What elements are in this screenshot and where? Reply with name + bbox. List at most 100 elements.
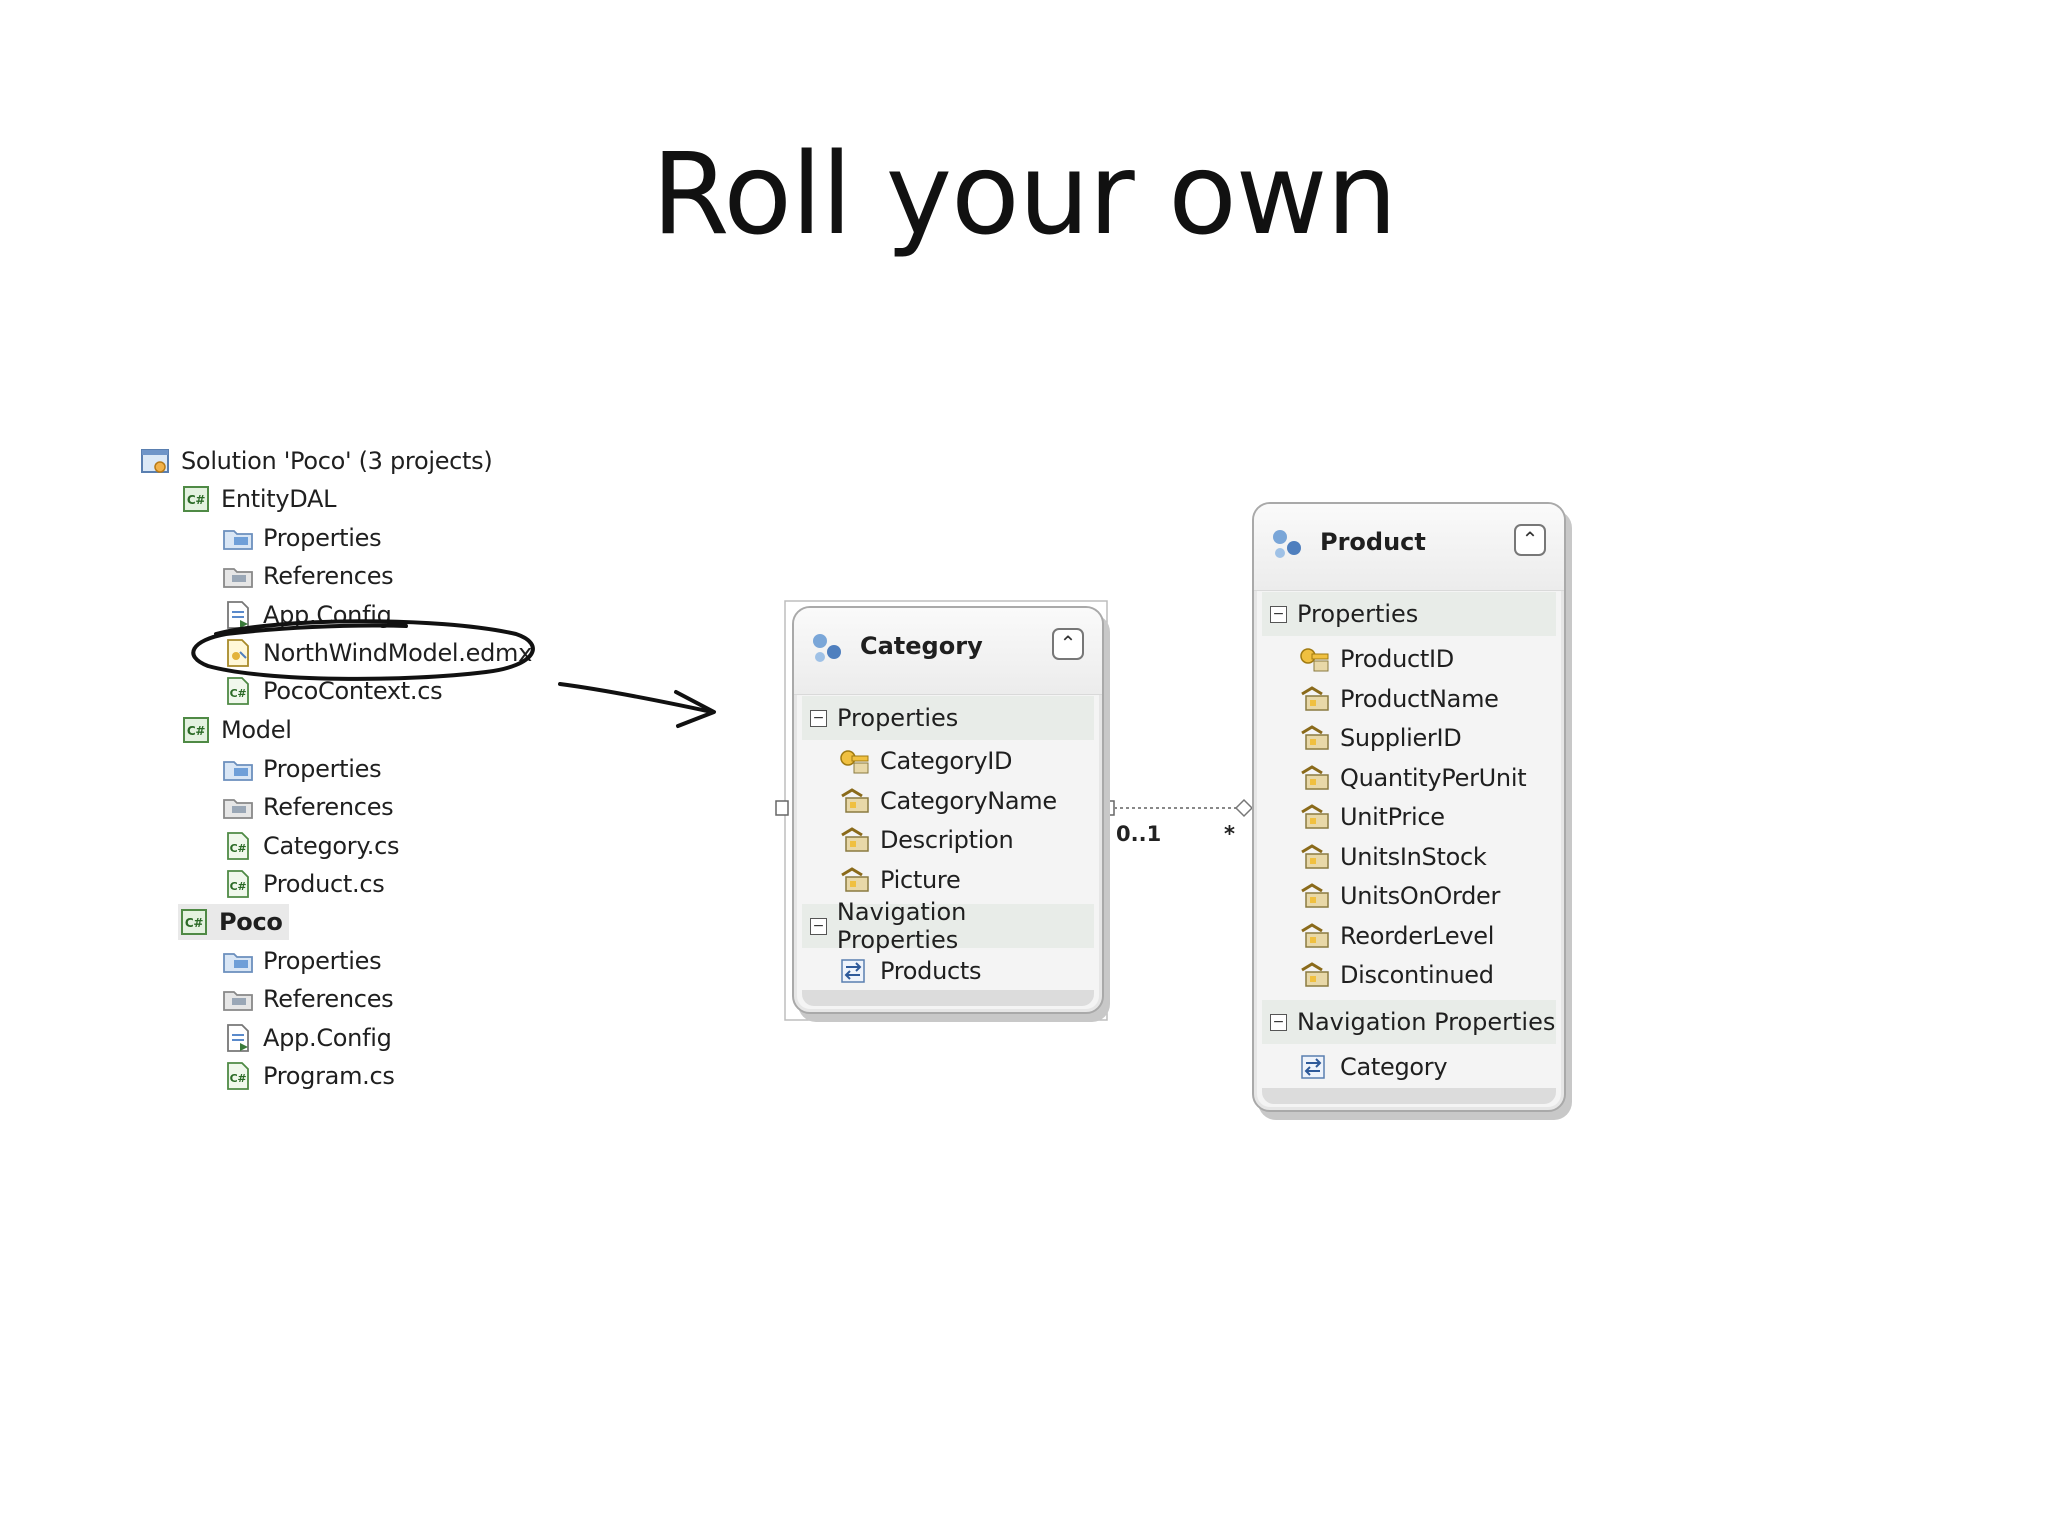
navigation-section-header[interactable]: − Navigation Properties (802, 898, 1094, 954)
key-property-icon (838, 746, 872, 776)
slide-title: Roll your own (651, 130, 1398, 260)
entity-category[interactable]: Category ⌃ − Properties CategoryID Categ… (792, 606, 1104, 1014)
tree-node-solution[interactable]: Solution 'Poco' (3 projects) (140, 443, 493, 479)
entity-footer (802, 990, 1094, 1006)
property-icon (1298, 802, 1332, 832)
tree-node-references[interactable]: References (222, 558, 394, 594)
key-property-icon (1298, 644, 1332, 674)
project-label: Poco (219, 908, 283, 936)
properties-section-header[interactable]: − Properties (802, 696, 1094, 740)
tree-node-properties[interactable]: Properties (222, 520, 382, 556)
property-row[interactable]: CategoryID (838, 742, 1013, 780)
tree-item-label: References (263, 793, 394, 821)
tree-node-project-poco[interactable]: C# Poco (178, 904, 289, 940)
entity-footer (1262, 1088, 1556, 1104)
tree-node-references[interactable]: References (222, 789, 394, 825)
section-label: Properties (837, 704, 959, 732)
property-row[interactable]: CategoryName (838, 782, 1057, 820)
edmx-file-icon (222, 638, 254, 668)
csharp-project-icon: C# (180, 715, 212, 745)
property-label: ProductID (1340, 645, 1454, 673)
tree-node-app-config[interactable]: App.Config (222, 597, 392, 633)
csharp-file-icon: C# (222, 676, 254, 706)
tree-item-label: Program.cs (263, 1062, 395, 1090)
svg-text:C#: C# (230, 842, 247, 855)
csharp-project-icon: C# (178, 907, 210, 937)
collapse-toggle-icon[interactable]: − (1270, 605, 1287, 623)
property-label: CategoryID (880, 747, 1013, 775)
tree-item-label: PocoContext.cs (263, 677, 443, 705)
multiplicity-left: 0..1 (1116, 822, 1162, 846)
tree-item-label: References (263, 562, 394, 590)
navigation-section-header[interactable]: − Navigation Properties (1262, 1000, 1556, 1044)
property-label: UnitsOnOrder (1340, 882, 1501, 910)
tree-node-program-cs[interactable]: C# Program.cs (222, 1058, 395, 1094)
svg-text:C#: C# (230, 880, 247, 893)
navigation-property-row[interactable]: Category (1298, 1048, 1448, 1086)
section-label: Navigation Properties (836, 898, 967, 954)
tree-item-label: Category.cs (263, 832, 400, 860)
property-row[interactable]: UnitsInStock (1298, 838, 1487, 876)
collapse-button[interactable]: ⌃ (1052, 628, 1084, 660)
property-row[interactable]: Discontinued (1298, 956, 1494, 994)
collapse-button[interactable]: ⌃ (1514, 524, 1546, 556)
collapse-toggle-icon[interactable]: − (1270, 1013, 1287, 1031)
navigation-property-row[interactable]: Products (838, 952, 982, 990)
tree-node-project-model[interactable]: C# Model (180, 712, 292, 748)
tree-node-properties[interactable]: Properties (222, 943, 382, 979)
entity-title: Product (1320, 528, 1426, 556)
entity-header: Category ⌃ (794, 608, 1102, 695)
property-label: CategoryName (880, 787, 1057, 815)
property-label: ReorderLevel (1340, 922, 1495, 950)
project-label: EntityDAL (221, 485, 337, 513)
csharp-file-icon: C# (222, 869, 254, 899)
property-label: Category (1340, 1053, 1448, 1081)
svg-text:C#: C# (230, 687, 247, 700)
property-icon (838, 865, 872, 895)
property-row[interactable]: QuantityPerUnit (1298, 759, 1527, 797)
hand-drawn-arrow (558, 682, 716, 728)
property-row[interactable]: UnitPrice (1298, 798, 1445, 836)
property-label: Discontinued (1340, 961, 1494, 989)
property-row[interactable]: ProductName (1298, 680, 1499, 718)
solution-icon (140, 446, 172, 476)
collapse-toggle-icon[interactable]: − (810, 709, 827, 727)
references-folder-icon (222, 561, 254, 591)
property-icon (1298, 921, 1332, 951)
svg-text:C#: C# (187, 493, 206, 507)
property-row[interactable]: Picture (838, 861, 961, 899)
solution-label: Solution 'Poco' (3 projects) (181, 447, 493, 475)
entity-type-icon (813, 634, 841, 662)
tree-node-properties[interactable]: Properties (222, 751, 382, 787)
property-row[interactable]: Description (838, 821, 1014, 859)
properties-section-header[interactable]: − Properties (1262, 592, 1556, 636)
tree-node-references[interactable]: References (222, 981, 394, 1017)
property-icon (1298, 763, 1332, 793)
collapse-toggle-icon[interactable]: − (810, 917, 827, 935)
property-label: QuantityPerUnit (1340, 764, 1527, 792)
property-icon (1298, 842, 1332, 872)
property-icon (1298, 881, 1332, 911)
property-row[interactable]: SupplierID (1298, 719, 1462, 757)
tree-node-edmx[interactable]: NorthWindModel.edmx (222, 635, 532, 671)
tree-node-product-cs[interactable]: C# Product.cs (222, 866, 385, 902)
tree-item-label: NorthWindModel.edmx (263, 639, 533, 667)
tree-node-project-entitydal[interactable]: C# EntityDAL (180, 481, 337, 517)
tree-item-label: Properties (263, 524, 382, 552)
property-row[interactable]: ReorderLevel (1298, 917, 1494, 955)
tree-node-poco-context[interactable]: C# PocoContext.cs (222, 673, 443, 709)
tree-item-label: App.Config (263, 1024, 392, 1052)
entity-header: Product ⌃ (1254, 504, 1564, 591)
properties-folder-icon (222, 523, 254, 553)
svg-text:C#: C# (185, 916, 204, 930)
references-folder-icon (222, 984, 254, 1014)
property-row[interactable]: ProductID (1298, 640, 1454, 678)
tree-node-category-cs[interactable]: C# Category.cs (222, 828, 400, 864)
property-icon (1298, 960, 1332, 990)
property-label: SupplierID (1340, 724, 1462, 752)
csharp-file-icon: C# (222, 1061, 254, 1091)
tree-item-label: References (263, 985, 394, 1013)
property-row[interactable]: UnitsOnOrder (1298, 877, 1500, 915)
tree-node-app-config[interactable]: App.Config (222, 1020, 392, 1056)
entity-product[interactable]: Product ⌃ − Properties ProductID Product… (1252, 502, 1566, 1112)
